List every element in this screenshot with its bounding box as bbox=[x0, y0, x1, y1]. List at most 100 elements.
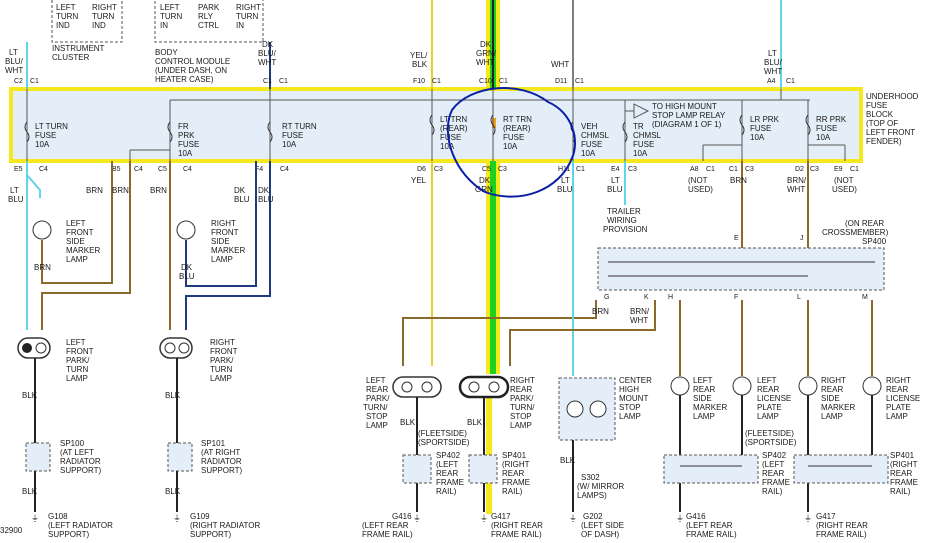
ground-g416b-icon: ⏚ bbox=[676, 514, 684, 523]
svg-text:RIGHT: RIGHT bbox=[510, 376, 535, 385]
svg-text:BRN: BRN bbox=[592, 307, 609, 316]
svg-text:CENTER: CENTER bbox=[619, 376, 652, 385]
svg-text:PARK/: PARK/ bbox=[210, 356, 234, 365]
svg-text:C1: C1 bbox=[706, 166, 715, 173]
svg-text:LICENSE: LICENSE bbox=[886, 394, 920, 403]
sp401b-splice-box bbox=[793, 454, 889, 484]
svg-text:BRN: BRN bbox=[86, 186, 103, 195]
body-control-module: LEFT TURN IN PARK RLY CTRL RIGHT TURN IN… bbox=[154, 0, 264, 84]
svg-text:10A: 10A bbox=[178, 149, 193, 158]
svg-text:FRONT: FRONT bbox=[211, 228, 239, 237]
svg-text:WHT: WHT bbox=[551, 60, 569, 69]
fuse-rr-prk-label: RR PRK bbox=[816, 115, 847, 124]
svg-text:LEFT: LEFT bbox=[66, 338, 86, 347]
svg-text:IN: IN bbox=[236, 21, 244, 30]
svg-text:G417: G417 bbox=[816, 512, 836, 521]
hand-drawn-circle-annotation bbox=[446, 87, 576, 198]
svg-text:(RIGHT REAR: (RIGHT REAR bbox=[816, 521, 868, 530]
svg-text:FUSE: FUSE bbox=[282, 131, 303, 140]
svg-text:FUSE: FUSE bbox=[440, 133, 461, 142]
svg-text:(LEFT REAR: (LEFT REAR bbox=[686, 521, 733, 530]
svg-text:(UNDER DASH, ON: (UNDER DASH, ON bbox=[155, 66, 227, 75]
svg-text:FRAME: FRAME bbox=[436, 478, 464, 487]
svg-text:SUPPORT): SUPPORT) bbox=[48, 530, 90, 539]
svg-text:HIGH: HIGH bbox=[619, 385, 639, 394]
svg-text:(AT LEFT: (AT LEFT bbox=[60, 448, 94, 457]
svg-text:SUPPORT): SUPPORT) bbox=[201, 466, 243, 475]
svg-text:CTRL: CTRL bbox=[198, 21, 219, 30]
svg-text:BLU: BLU bbox=[234, 195, 250, 204]
svg-text:MARKER: MARKER bbox=[693, 403, 727, 412]
svg-text:C4: C4 bbox=[134, 166, 143, 173]
svg-text:FUSE: FUSE bbox=[866, 101, 887, 110]
fuse-block-fill bbox=[11, 89, 861, 161]
svg-text:SIDE: SIDE bbox=[66, 237, 85, 246]
svg-text:(DIAGRAM 1 OF 1): (DIAGRAM 1 OF 1) bbox=[652, 120, 722, 129]
svg-text:SUPPORT): SUPPORT) bbox=[190, 530, 232, 539]
svg-text:CROSSMEMBER): CROSSMEMBER) bbox=[822, 228, 889, 237]
svg-text:SIDE: SIDE bbox=[693, 394, 712, 403]
bcm-box bbox=[154, 0, 264, 43]
svg-text:RAIL): RAIL) bbox=[890, 487, 911, 496]
svg-text:LEFT: LEFT bbox=[757, 376, 777, 385]
svg-text:RIGHT: RIGHT bbox=[210, 338, 235, 347]
svg-text:C5: C5 bbox=[158, 166, 167, 173]
svg-text:(LEFT SIDE: (LEFT SIDE bbox=[581, 521, 624, 530]
sp100-splice-box bbox=[25, 442, 51, 472]
svg-text:D2: D2 bbox=[795, 166, 804, 173]
svg-text:TURN: TURN bbox=[66, 365, 88, 374]
svg-text:REAR: REAR bbox=[693, 385, 715, 394]
svg-text:G416: G416 bbox=[686, 512, 706, 521]
svg-text:G: G bbox=[604, 294, 609, 301]
svg-text:LAMP: LAMP bbox=[693, 412, 715, 421]
svg-text:BRN: BRN bbox=[112, 186, 129, 195]
svg-text:LEFT: LEFT bbox=[366, 376, 386, 385]
svg-text:H11: H11 bbox=[558, 166, 570, 173]
svg-text:S302: S302 bbox=[581, 473, 600, 482]
svg-text:BRN/: BRN/ bbox=[787, 176, 807, 185]
svg-text:G202: G202 bbox=[583, 512, 603, 521]
svg-text:GRN/: GRN/ bbox=[476, 49, 497, 58]
svg-text:BLK: BLK bbox=[165, 391, 181, 400]
svg-text:YEL: YEL bbox=[411, 176, 427, 185]
svg-text:LAMP: LAMP bbox=[821, 412, 843, 421]
svg-text:C1: C1 bbox=[432, 78, 441, 85]
svg-text:RAIL): RAIL) bbox=[502, 487, 523, 496]
svg-text:B5: B5 bbox=[112, 166, 121, 173]
svg-text:STOP: STOP bbox=[619, 403, 641, 412]
right-front-side-marker-lamp-icon bbox=[176, 220, 196, 240]
svg-text:C1: C1 bbox=[729, 166, 738, 173]
svg-text:CONTROL MODULE: CONTROL MODULE bbox=[155, 57, 230, 66]
svg-text:E4: E4 bbox=[611, 166, 620, 173]
svg-text:TURN/: TURN/ bbox=[510, 403, 535, 412]
svg-text:D11: D11 bbox=[555, 78, 567, 85]
svg-text:MARKER: MARKER bbox=[211, 246, 245, 255]
svg-text:LEFT: LEFT bbox=[693, 376, 713, 385]
svg-text:DK: DK bbox=[234, 186, 246, 195]
svg-text:FUSE: FUSE bbox=[633, 140, 654, 149]
left-rear-side-marker-lamp-icon bbox=[670, 376, 690, 396]
sp400-label: SP400 bbox=[862, 237, 887, 246]
svg-text:USED): USED) bbox=[688, 185, 713, 194]
svg-text:WHT: WHT bbox=[258, 58, 276, 67]
svg-text:LT: LT bbox=[611, 176, 620, 185]
svg-text:C1: C1 bbox=[499, 78, 508, 85]
right-turn-ind-label: RIGHT bbox=[92, 3, 117, 12]
svg-text:LEFT: LEFT bbox=[160, 3, 180, 12]
svg-text:REAR: REAR bbox=[762, 469, 784, 478]
svg-text:FRAME: FRAME bbox=[502, 478, 530, 487]
svg-text:LT: LT bbox=[768, 49, 777, 58]
svg-text:LT: LT bbox=[9, 48, 18, 57]
svg-text:LAMP: LAMP bbox=[210, 374, 232, 383]
svg-text:E9: E9 bbox=[834, 166, 843, 173]
trailer-wiring-provision-label: TRAILER bbox=[607, 207, 641, 216]
svg-text:RADIATOR: RADIATOR bbox=[60, 457, 101, 466]
svg-text:(FLEETSIDE): (FLEETSIDE) bbox=[745, 429, 794, 438]
svg-text:WIRING: WIRING bbox=[607, 216, 637, 225]
fuse-relay-orange bbox=[492, 118, 496, 128]
svg-text:C1: C1 bbox=[576, 166, 585, 173]
svg-text:RLY: RLY bbox=[198, 12, 214, 21]
svg-text:BLOCK: BLOCK bbox=[866, 110, 894, 119]
svg-text:H: H bbox=[668, 294, 673, 301]
fuse-fr-prk-label: FR bbox=[178, 122, 189, 131]
